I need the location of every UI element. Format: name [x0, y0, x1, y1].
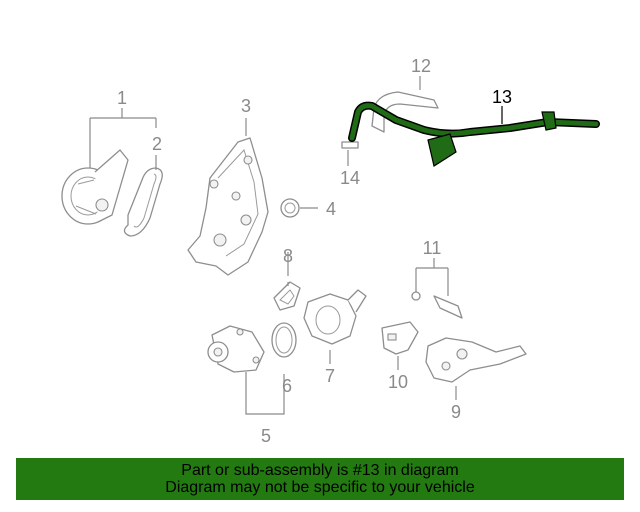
part-3-cover[interactable]: [187, 137, 269, 276]
callout-14: 14: [340, 168, 360, 188]
callout-2: 2: [152, 134, 162, 154]
callout-13: 13: [492, 87, 512, 107]
part-13-bypass-pipe[interactable]: [348, 101, 600, 167]
banner-line-part: Part or sub-assembly is #13 in diagram: [181, 462, 459, 479]
part-5-water-pump[interactable]: [207, 325, 265, 373]
part-8-gasket[interactable]: [273, 281, 301, 311]
banner-line-disclaimer: Diagram may not be specific to your vehi…: [165, 479, 475, 496]
part-1-tensioner[interactable]: [61, 149, 129, 225]
part-11-sensor[interactable]: [411, 291, 463, 319]
callout-4: 4: [326, 199, 336, 219]
callout-10: 10: [388, 372, 408, 392]
leader-lines: [89, 76, 503, 415]
callout-8: 8: [283, 246, 293, 266]
callout-9: 9: [451, 402, 461, 422]
part-6-gasket[interactable]: [271, 322, 297, 358]
parts-diagram: 1 2 3 4 5 6 7 8 9 10 11 12 13 14: [61, 56, 600, 446]
callout-7: 7: [325, 366, 335, 386]
part-9-water-outlet[interactable]: [425, 337, 527, 383]
callout-12: 12: [411, 56, 431, 76]
callout-1: 1: [117, 88, 127, 108]
callout-11: 11: [423, 238, 442, 258]
callout-6: 6: [282, 376, 292, 396]
callout-5: 5: [261, 426, 271, 446]
callout-labels: 1 2 3 4 5 6 7 8 9 10 11 12 13 14: [117, 56, 512, 446]
part-14-clamp[interactable]: [341, 141, 359, 149]
part-7-thermostat-housing[interactable]: [303, 289, 367, 345]
part-10-bracket[interactable]: [381, 321, 419, 355]
part-4-oring[interactable]: [280, 198, 300, 218]
part-2-belt[interactable]: [123, 167, 163, 237]
callout-3: 3: [241, 96, 251, 116]
info-banner: Part or sub-assembly is #13 in diagram D…: [16, 458, 624, 500]
